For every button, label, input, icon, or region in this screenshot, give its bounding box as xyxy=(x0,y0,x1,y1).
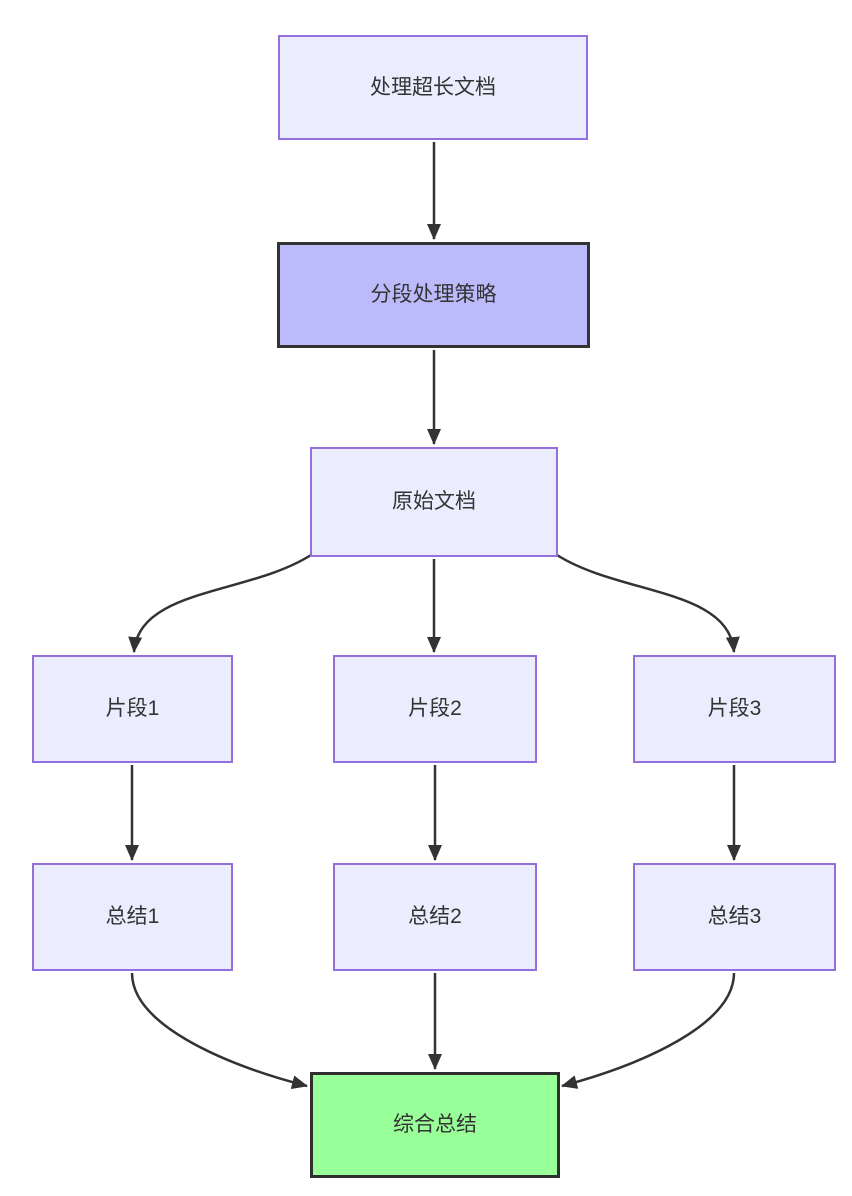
edge-e3-to-f xyxy=(561,972,736,1089)
node-combined-summary: 综合总结 xyxy=(310,1072,560,1178)
node-label: 分段处理策略 xyxy=(370,283,497,307)
node-summary-2: 总结2 xyxy=(333,863,537,971)
node-summary-1: 总结1 xyxy=(32,863,233,971)
node-original-document: 原始文档 xyxy=(310,447,558,557)
node-fragment-1: 片段1 xyxy=(32,655,233,763)
node-label: 总结2 xyxy=(408,905,462,929)
node-process-long-document: 处理超长文档 xyxy=(278,35,588,140)
edge-e1-to-f xyxy=(130,972,308,1090)
node-label: 总结1 xyxy=(105,905,160,929)
node-label: 片段3 xyxy=(707,697,762,721)
node-label: 总结3 xyxy=(707,905,762,929)
node-label: 处理超长文档 xyxy=(370,75,496,99)
node-label: 综合总结 xyxy=(393,1113,477,1137)
node-fragment-2: 片段2 xyxy=(333,655,537,763)
node-fragment-3: 片段3 xyxy=(633,655,836,763)
edge-c-to-d1 xyxy=(128,553,312,653)
node-label: 片段2 xyxy=(408,697,462,721)
node-summary-3: 总结3 xyxy=(633,863,836,971)
node-segmentation-strategy: 分段处理策略 xyxy=(277,242,590,348)
node-label: 原始文档 xyxy=(392,490,476,514)
edge-c-to-d3 xyxy=(556,553,740,653)
node-label: 片段1 xyxy=(105,697,160,721)
